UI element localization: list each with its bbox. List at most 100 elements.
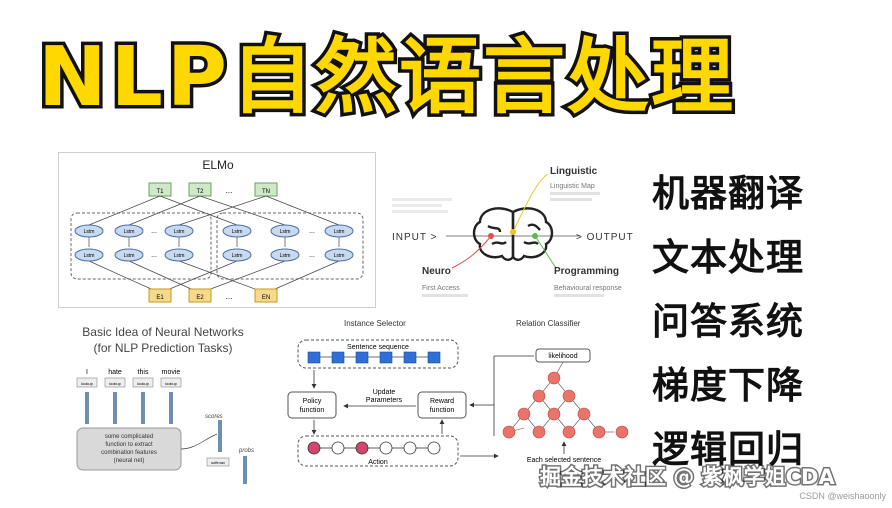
lstm-node (270, 224, 300, 238)
lstm-label: Lstm (174, 253, 185, 259)
softmax-label: softmax (211, 460, 225, 465)
embedding-vectors (85, 392, 173, 424)
brain-svg: INPUT > > OUTPUT Linguistic Linguistic M… (392, 166, 633, 297)
probs-vector (243, 456, 247, 484)
en-node (254, 288, 278, 303)
t-ellipsis: ... (226, 186, 233, 195)
nn-word: this (138, 369, 149, 376)
lstm-node (164, 248, 194, 262)
sentence-sequence-label: Sentence sequence (347, 344, 409, 351)
nn-title-line1: Basic Idea of Neural Networks (82, 325, 243, 339)
lstm-node (222, 224, 252, 238)
relation-svg: Instance Selector Relation Classifier Se… (287, 319, 629, 467)
lstm-label: Lstm (84, 229, 95, 235)
nn-word: hate (108, 369, 122, 376)
title-latin: NLP (35, 27, 231, 129)
instance-selector-label: Instance Selector (344, 319, 406, 328)
e2-label: E2 (196, 295, 204, 301)
t1-label: T1 (156, 189, 164, 195)
lstm-label: Lstm (334, 253, 345, 259)
reward-label: Reward (430, 398, 454, 405)
tree-nodes (502, 371, 629, 439)
brain-diagram: INPUT > > OUTPUT Linguistic Linguistic M… (388, 160, 646, 308)
topic-item: 问答系统 (652, 299, 804, 343)
lstm-node (324, 248, 354, 262)
neural-net-diagram: Basic Idea of Neural Networks (for NLP P… (55, 322, 275, 488)
topic-item: 逻辑回归 (652, 427, 804, 471)
e-ellipsis: ... (226, 292, 233, 301)
lstm-node (114, 248, 144, 262)
relation-diagram: Instance Selector Relation Classifier Se… (284, 316, 642, 474)
action-nodes (307, 441, 441, 455)
svg-text:lookup: lookup (81, 381, 94, 386)
nn-box-line: (neural net) (114, 458, 145, 464)
lstm-label: Lstm (124, 229, 135, 235)
reward-label: function (430, 407, 455, 414)
en-label: EN (262, 295, 270, 301)
update-label: Update (373, 389, 396, 396)
lstm-node (324, 224, 354, 238)
lstm-row-bottom: Lstm Lstm ... Lstm Lstm Lstm ... Lstm (74, 248, 354, 262)
backward-lstm-group (216, 212, 364, 280)
watermark-text: 掘金技术社区 @ 紫枫学姐CDA (539, 464, 837, 491)
brain-icon (472, 207, 554, 261)
linguistic-map-label: Linguistic Map (550, 183, 595, 190)
lstm-label: Lstm (124, 253, 135, 259)
svg-text:lookup: lookup (109, 381, 122, 386)
t-nodes: T1 T2 ... TN (148, 182, 278, 197)
lstm-ellipsis: ... (309, 228, 315, 235)
linguistic-label: Linguistic (550, 166, 598, 177)
neural-net-svg: Basic Idea of Neural Networks (for NLP P… (76, 325, 254, 484)
scores-label: scores (205, 414, 223, 420)
sentence-sequence-box (297, 339, 459, 369)
lstm-node (270, 248, 300, 262)
softmax-box (206, 457, 230, 467)
lstm-label: Lstm (232, 253, 243, 259)
elmo-title: ELMo (202, 158, 234, 172)
reward-function-box (417, 391, 467, 419)
input-label: INPUT > (392, 232, 437, 243)
nn-box-line: some complicated (105, 434, 153, 440)
sentence-blocks (307, 351, 441, 364)
nn-box-line: function to extract (105, 442, 153, 448)
nn-word: movie (162, 369, 181, 376)
lstm-label: Lstm (232, 229, 243, 235)
neuro-label: Neuro (422, 266, 451, 277)
probs-label: probs (238, 448, 254, 454)
lstm-label: Lstm (280, 229, 291, 235)
action-box (297, 435, 459, 467)
lstm-node (222, 248, 252, 262)
e-nodes: E1 E2 ... EN (148, 288, 278, 303)
nn-title-line2: (for NLP Prediction Tasks) (94, 341, 233, 355)
e1-node (148, 288, 172, 303)
svg-text:lookup: lookup (165, 381, 178, 386)
scores-vector (218, 420, 222, 452)
e1-label: E1 (156, 295, 164, 301)
nn-box-line: combination features (101, 450, 157, 456)
elmo-svg: ELMo T1 T2 ... TN Ls (70, 158, 364, 303)
each-selected-label: Each selected sentence (527, 457, 601, 464)
first-access-label: First Access (422, 285, 460, 292)
elmo-diagram: ELMo T1 T2 ... TN Ls (58, 152, 376, 308)
topic-item: 文本处理 (652, 235, 804, 279)
lstm-label: Lstm (174, 229, 185, 235)
programming-label: Programming (554, 266, 619, 277)
lstm-label: Lstm (280, 253, 291, 259)
policy-label: Policy (303, 398, 322, 405)
tn-label: TN (262, 189, 270, 195)
title-chinese: 自然语言处理 (227, 27, 736, 129)
behavioural-label: Behavioural response (554, 285, 622, 292)
lstm-node (74, 248, 104, 262)
topic-item: 机器翻译 (652, 171, 804, 215)
relation-classifier-label: Relation Classifier (516, 319, 581, 328)
topic-item: 梯度下降 (652, 363, 804, 407)
forward-lstm-group (70, 212, 212, 280)
lstm-ellipsis: ... (309, 252, 315, 259)
nn-word: I (86, 369, 88, 376)
lstm-row-top: Lstm Lstm ... Lstm Lstm Lstm ... Lstm (74, 224, 354, 238)
topics-list: 机器翻译 文本处理 问答系统 梯度下降 逻辑回归 (652, 165, 822, 485)
tree-edges (508, 361, 614, 433)
lstm-node (74, 224, 104, 238)
lstm-ellipsis: ... (151, 252, 157, 259)
lstm-ellipsis: ... (151, 228, 157, 235)
